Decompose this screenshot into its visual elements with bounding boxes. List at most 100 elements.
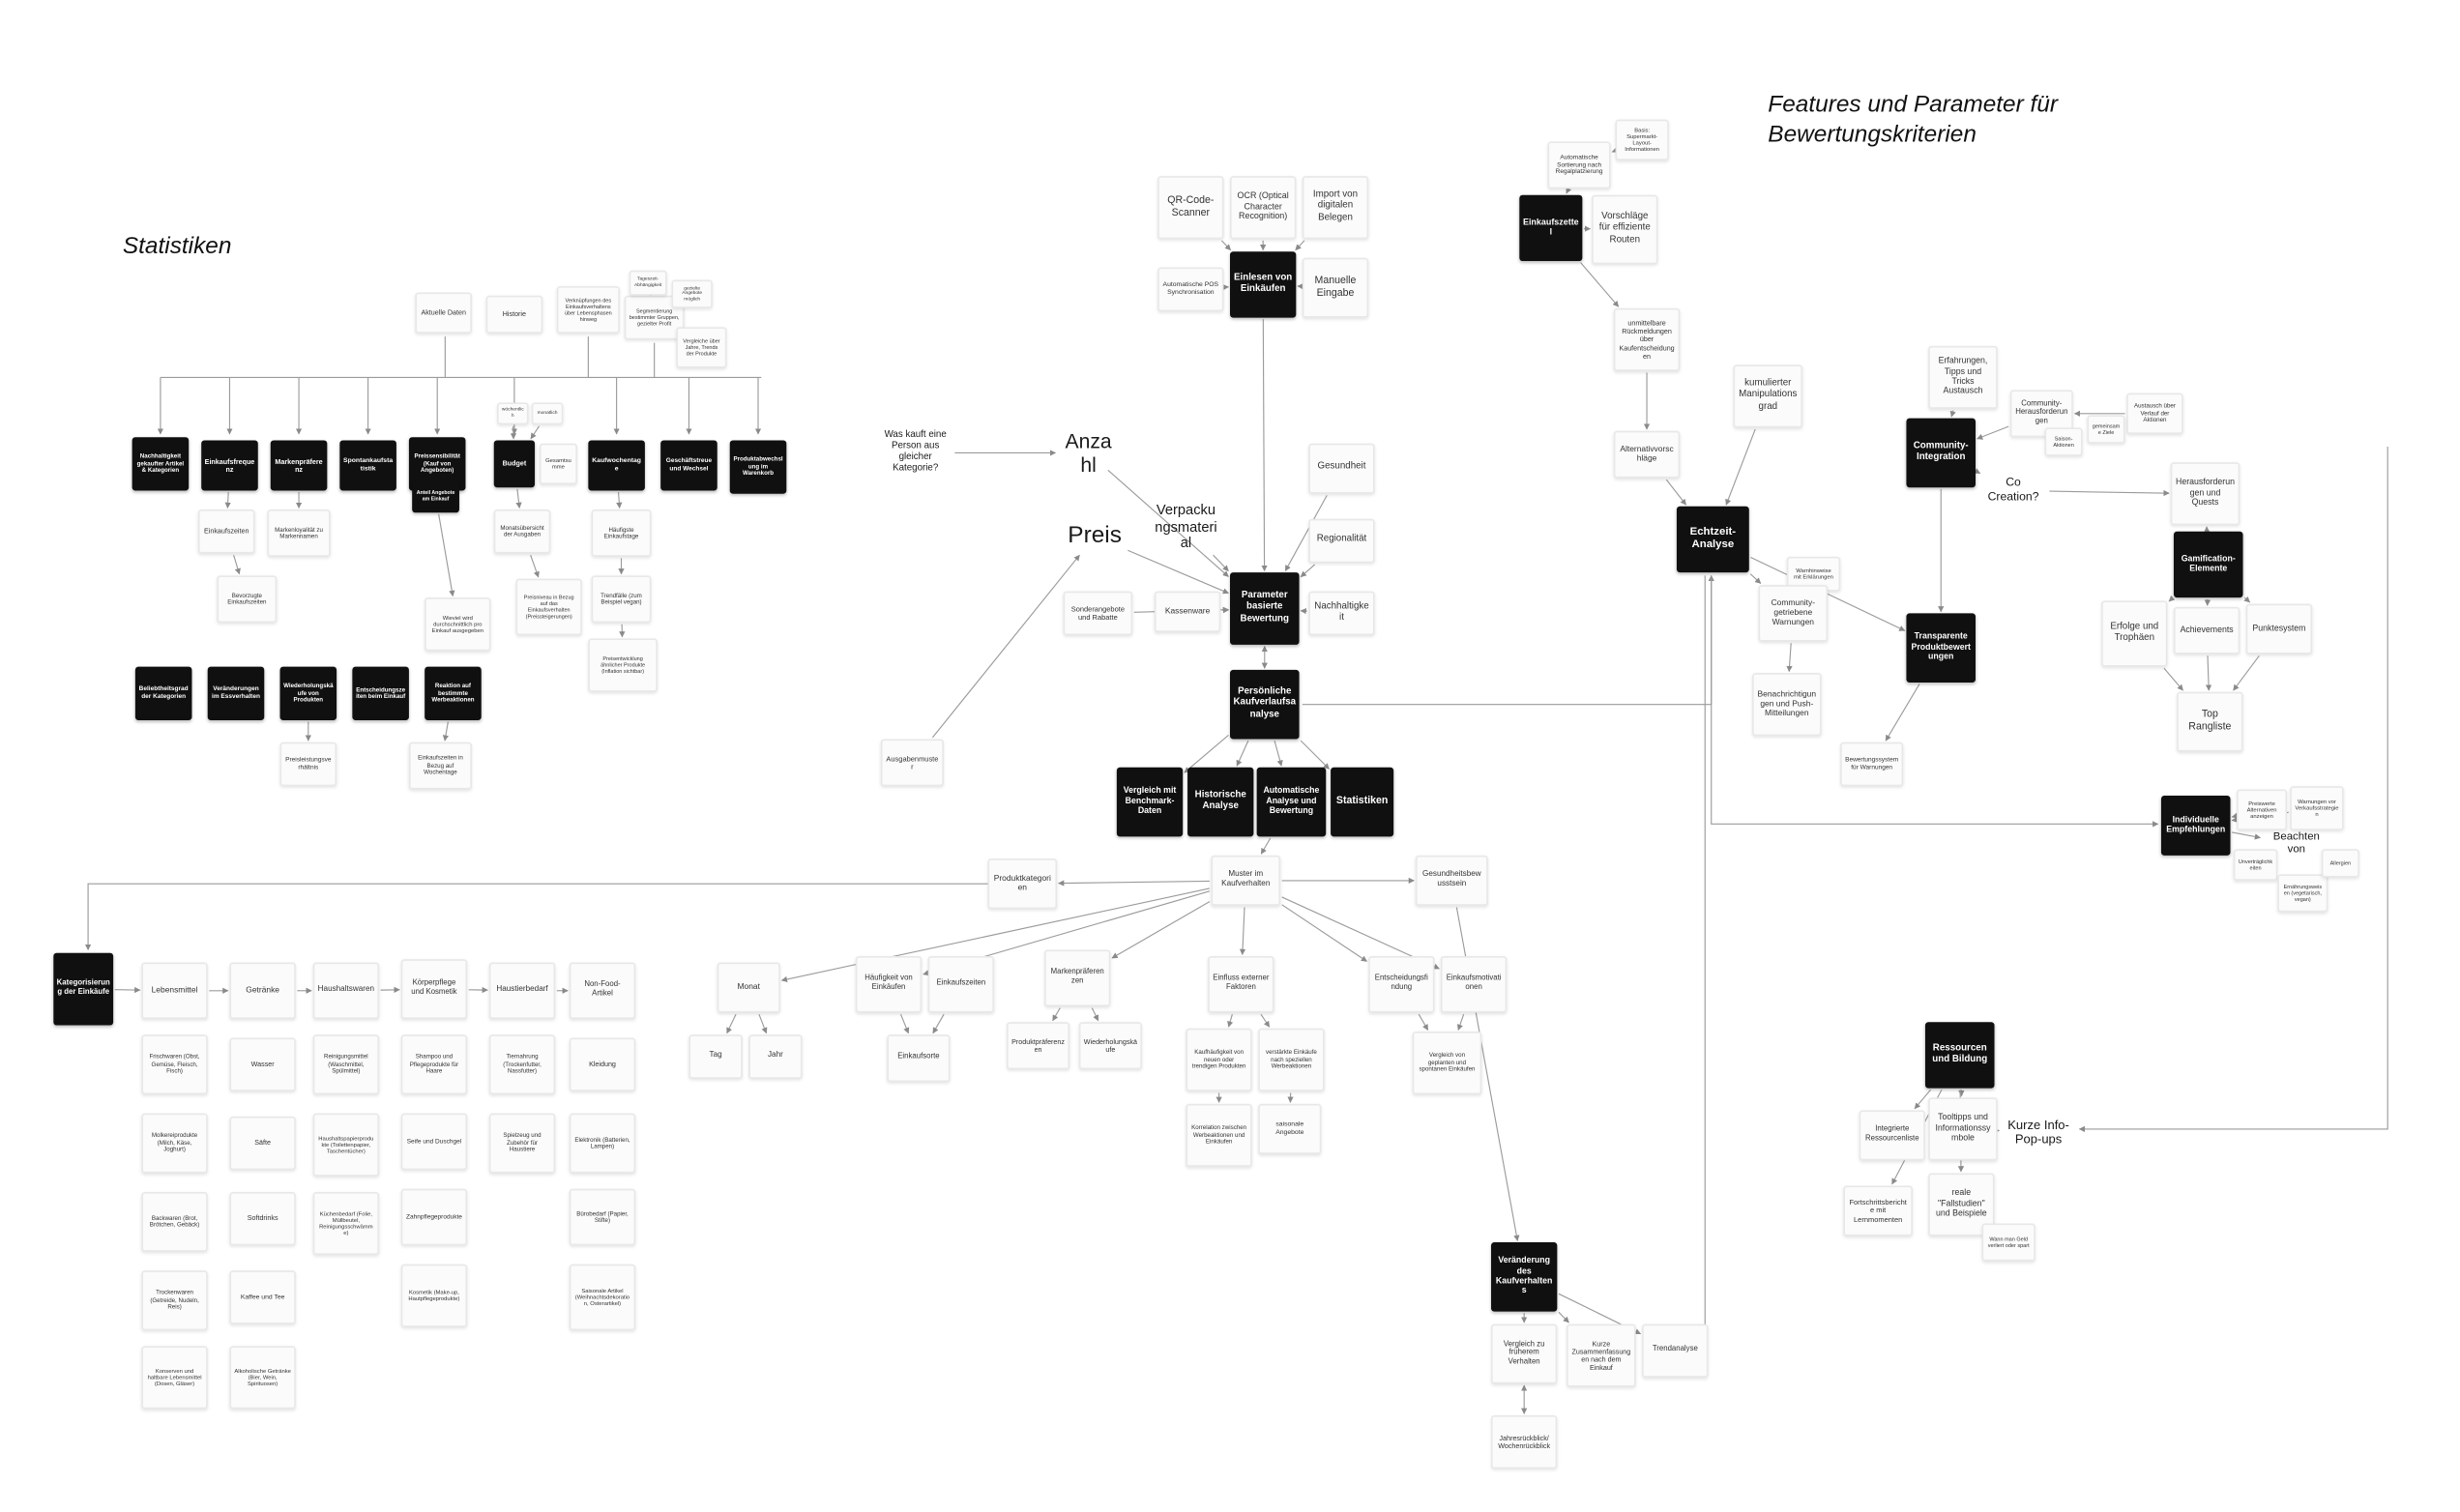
- node-spielzeug[interactable]: Spielzeug und Zubehör für Haustiere: [488, 1113, 556, 1174]
- node-sortierung[interactable]: Automatische Sortierung nach Regalplatzi…: [1547, 141, 1611, 189]
- node-erfahrungen[interactable]: Erfahrungen, Tipps und Tricks Austausch: [1928, 345, 1998, 409]
- node-prodabwechsl[interactable]: Produktabwechslung im Warenkorb: [729, 440, 787, 494]
- node-saisonart[interactable]: Saisonale Artikel (Weihnachtsdekoration,…: [569, 1264, 636, 1331]
- node-kleidung[interactable]: Kleidung: [569, 1037, 636, 1091]
- node-seife[interactable]: Seife und Duschgel: [400, 1113, 468, 1171]
- node-molkerei[interactable]: Molkereiprodukte (Milch, Käse, Joghurt): [141, 1113, 208, 1174]
- node-preisbig[interactable]: Preis: [1064, 519, 1127, 554]
- node-veraendess[interactable]: Veränderungen im Essverhalten: [207, 666, 265, 720]
- node-mtageszeit[interactable]: Tageszeit-Abhängigkeit: [629, 270, 667, 296]
- node-fortschritt[interactable]: Fortschrittsberichte mit Lernmomenten: [1843, 1185, 1913, 1236]
- node-statnode[interactable]: Statistiken: [1331, 767, 1394, 837]
- node-segment[interactable]: Segmentierung bestimmter Gruppen, geziel…: [624, 295, 685, 340]
- node-trendprod[interactable]: Kaufhäufigkeit von neuen oder trendigen …: [1186, 1028, 1252, 1091]
- node-jahr[interactable]: Jahr: [748, 1034, 803, 1079]
- node-einlesen[interactable]: Einlesen von Einkäufen: [1230, 251, 1297, 318]
- node-bevorzeiten[interactable]: Bevorzugte Einkaufszeiten: [217, 575, 278, 624]
- node-ezeitenl[interactable]: Einkaufszeiten: [197, 509, 255, 554]
- node-produktkat[interactable]: Produktkategorien: [987, 858, 1058, 910]
- node-cwarnungen[interactable]: Community-getriebene Warnungen: [1758, 585, 1829, 642]
- node-prodpraef[interactable]: Produktpräferenzen: [1007, 1022, 1070, 1070]
- node-kassenware[interactable]: Kassenware: [1154, 591, 1221, 632]
- node-push[interactable]: Benachrichtigungen und Push-Mitteilungen: [1752, 673, 1822, 737]
- node-musterkauf[interactable]: Muster im Kaufverhalten: [1211, 855, 1281, 906]
- node-schnittkauf[interactable]: Wieviel wird durchschnittlich pro Einkau…: [425, 597, 491, 652]
- node-tooltipps[interactable]: Tooltipps und Informationssymbole: [1928, 1097, 1998, 1161]
- node-anzahl[interactable]: Anzahl: [1057, 429, 1120, 477]
- node-hlebensmittel[interactable]: Lebensmittel: [141, 962, 208, 1020]
- node-tiernahrung[interactable]: Tiernahrung (Trockenfutter, Nassfutter): [488, 1034, 556, 1095]
- node-qr[interactable]: QR-Code-Scanner: [1157, 176, 1224, 240]
- node-trockenwaren[interactable]: Trockenwaren (Getreide, Nudeln, Reis): [141, 1270, 208, 1331]
- node-transparente[interactable]: Transparente Produktbewertungen: [1906, 613, 1977, 683]
- node-mangebote[interactable]: gezielte Angebote möglich: [671, 279, 713, 308]
- node-monatsueb[interactable]: Monatsübersicht der Ausgaben: [493, 509, 551, 554]
- node-softdrinks[interactable]: Softdrinks: [229, 1191, 296, 1246]
- node-vglfrueher[interactable]: Vergleich zu früherem Verhalten: [1491, 1323, 1558, 1384]
- node-hkoerper[interactable]: Körperpflege und Kosmetik: [400, 959, 468, 1020]
- node-rueckblick[interactable]: Jahresrückblick/ Wochenrückblick: [1491, 1414, 1558, 1469]
- node-ausgabenmuster[interactable]: Ausgabenmuster: [880, 739, 944, 787]
- node-hnonfood[interactable]: Non-Food-Artikel: [569, 962, 636, 1020]
- node-frischwaren[interactable]: Frischwaren (Obst, Gemüse, Fleisch, Fisc…: [141, 1034, 208, 1095]
- node-reaktwerbung[interactable]: Reaktion auf bestimmte Werbeaktionen: [425, 666, 482, 720]
- node-verknuepf[interactable]: Verknüpfungen des Einkaufsverhaltens übe…: [556, 286, 620, 334]
- node-shampoo[interactable]: Shampoo und Pflegeprodukte für Haare: [400, 1034, 468, 1095]
- node-kosmetik[interactable]: Kosmetik (Make-up, Hautpflegeprodukte): [400, 1264, 468, 1327]
- node-wdhprodukte[interactable]: Wiederholungskäufe von Produkten: [279, 666, 337, 720]
- node-ezeitwochen[interactable]: Einkaufszeiten in Bezug auf Wochentage: [408, 741, 472, 790]
- node-anteilang[interactable]: Anteil Angebote am Einkauf: [412, 480, 459, 513]
- node-historie[interactable]: Historie: [485, 295, 543, 334]
- node-papierprod[interactable]: Haushaltspapierprodukte (Toilettenpapier…: [312, 1113, 380, 1177]
- node-reinigung[interactable]: Reinigungsmittel (Waschmittel, Spülmitte…: [312, 1034, 380, 1095]
- node-nachhart[interactable]: Nachhaltigkeit gekaufter Artikel & Kateg…: [132, 437, 190, 491]
- node-ressliste[interactable]: Integrierte Ressourcenliste: [1859, 1110, 1925, 1161]
- node-haeufigtage[interactable]: Häufigste Einkaufstage: [591, 509, 652, 557]
- node-beliebt[interactable]: Beliebtheitsgrad der Kategorien: [134, 666, 192, 720]
- node-mloyal[interactable]: Markenloyalität zu Markennamen: [267, 509, 331, 557]
- node-emotivation[interactable]: Einkaufsmotivationen: [1440, 955, 1508, 1013]
- node-basis[interactable]: Basis: Supermarkt-Layout-Informationen: [1615, 119, 1669, 160]
- node-backwaren[interactable]: Backwaren (Brot, Brötchen, Gebäck): [141, 1191, 208, 1252]
- node-mpraef[interactable]: Markenpräferenz: [270, 440, 328, 491]
- node-einfluss[interactable]: Einfluss externer Faktoren: [1208, 955, 1274, 1013]
- node-gesbewusst[interactable]: Gesundheitsbewusstsein: [1415, 855, 1488, 906]
- node-persoenlich[interactable]: Persönliche Kaufverlaufsanalyse: [1230, 669, 1300, 740]
- node-erfolge[interactable]: Erfolge und Trophäen: [2101, 600, 2168, 667]
- node-ocr[interactable]: OCR (Optical Character Recognition): [1230, 176, 1297, 240]
- node-manuell[interactable]: Manuelle Eingabe: [1302, 257, 1369, 318]
- node-popups[interactable]: Kurze Info-Pop-ups: [2001, 1101, 2076, 1164]
- node-routen[interactable]: Vorschläge für effiziente Routen: [1592, 194, 1658, 265]
- node-wdhb[interactable]: Wiederholungskäufe: [1078, 1022, 1142, 1070]
- node-quests[interactable]: Herausforderungen und Quests: [2170, 462, 2240, 526]
- node-saefte[interactable]: Säfte: [229, 1116, 296, 1171]
- node-trendf[interactable]: Trendfälle (zum Beispiel vegan): [591, 575, 652, 624]
- node-cintegration[interactable]: Community-Integration: [1906, 418, 1977, 488]
- node-achievements[interactable]: Achievements: [2173, 606, 2240, 654]
- node-geplspontan[interactable]: Vergleich von geplanten und spontanen Ei…: [1412, 1032, 1482, 1095]
- node-ressourcen[interactable]: Ressourcen und Bildung: [1924, 1022, 1995, 1089]
- node-entschzeit[interactable]: Entscheidungszeiten beim Einkauf: [352, 666, 409, 720]
- node-mmonatl[interactable]: monatlich: [531, 402, 564, 425]
- node-budget[interactable]: Budget: [493, 440, 536, 488]
- node-echtzeit[interactable]: Echtzeit-Analyse: [1676, 506, 1749, 573]
- node-kaffeetee[interactable]: Kaffee und Tee: [229, 1270, 296, 1324]
- node-korrelation[interactable]: Korrelation zwischen Werbeaktionen und E…: [1186, 1103, 1252, 1167]
- node-konserven[interactable]: Konserven und haltbare Lebensmittel (Dos…: [141, 1346, 208, 1410]
- node-trendanalyse[interactable]: Trendanalyse: [1642, 1323, 1709, 1378]
- node-waskauft[interactable]: Was kauft eine Person aus gleicher Kateg…: [878, 424, 953, 481]
- node-import[interactable]: Import von digitalen Belegen: [1302, 176, 1369, 240]
- node-monat[interactable]: Monat: [717, 962, 780, 1013]
- node-verpackung[interactable]: Verpackungsmaterial: [1152, 500, 1221, 553]
- node-wasser[interactable]: Wasser: [229, 1037, 296, 1091]
- node-regional[interactable]: Regionalität: [1308, 518, 1375, 564]
- node-veraendkauf[interactable]: Veränderung des Kaufverhaltens: [1491, 1242, 1558, 1312]
- node-haeufigkeit[interactable]: Häufigkeit von Einkäufen: [855, 955, 922, 1013]
- node-historisch[interactable]: Historische Analyse: [1187, 767, 1254, 837]
- node-kurzzusammen[interactable]: Kurze Zusammenfassungen nach dem Einkauf: [1567, 1323, 1636, 1387]
- node-empfehlungen[interactable]: Individuelle Empfehlungen: [2160, 796, 2231, 856]
- node-entschfindung[interactable]: Entscheidungsfindung: [1368, 955, 1435, 1013]
- node-kaufwtage[interactable]: Kaufwochentage: [588, 440, 645, 491]
- node-aktdaten[interactable]: Aktuelle Daten: [415, 292, 472, 334]
